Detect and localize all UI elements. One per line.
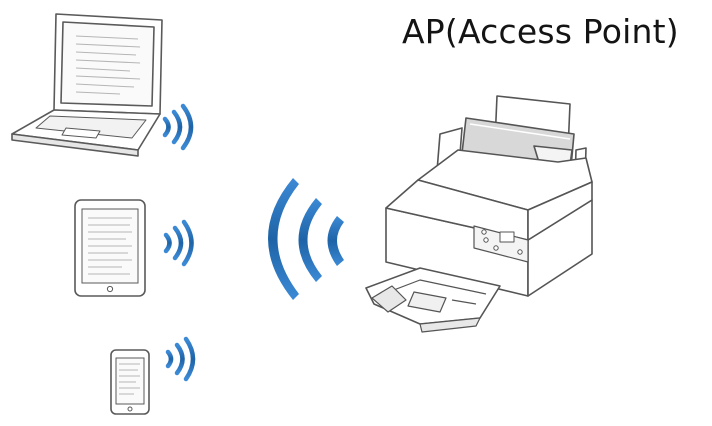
wifi-signal-icon	[165, 336, 196, 382]
document-scanner-icon	[365, 95, 593, 333]
wifi-broadcast-icon	[268, 178, 344, 300]
wifi-signal-icon	[163, 219, 194, 267]
access-point-title: AP(Access Point)	[402, 12, 679, 51]
laptop-icon	[11, 13, 163, 157]
tablet-icon	[74, 199, 146, 297]
wifi-signal-icon	[162, 103, 194, 151]
smartphone-icon	[110, 349, 150, 415]
